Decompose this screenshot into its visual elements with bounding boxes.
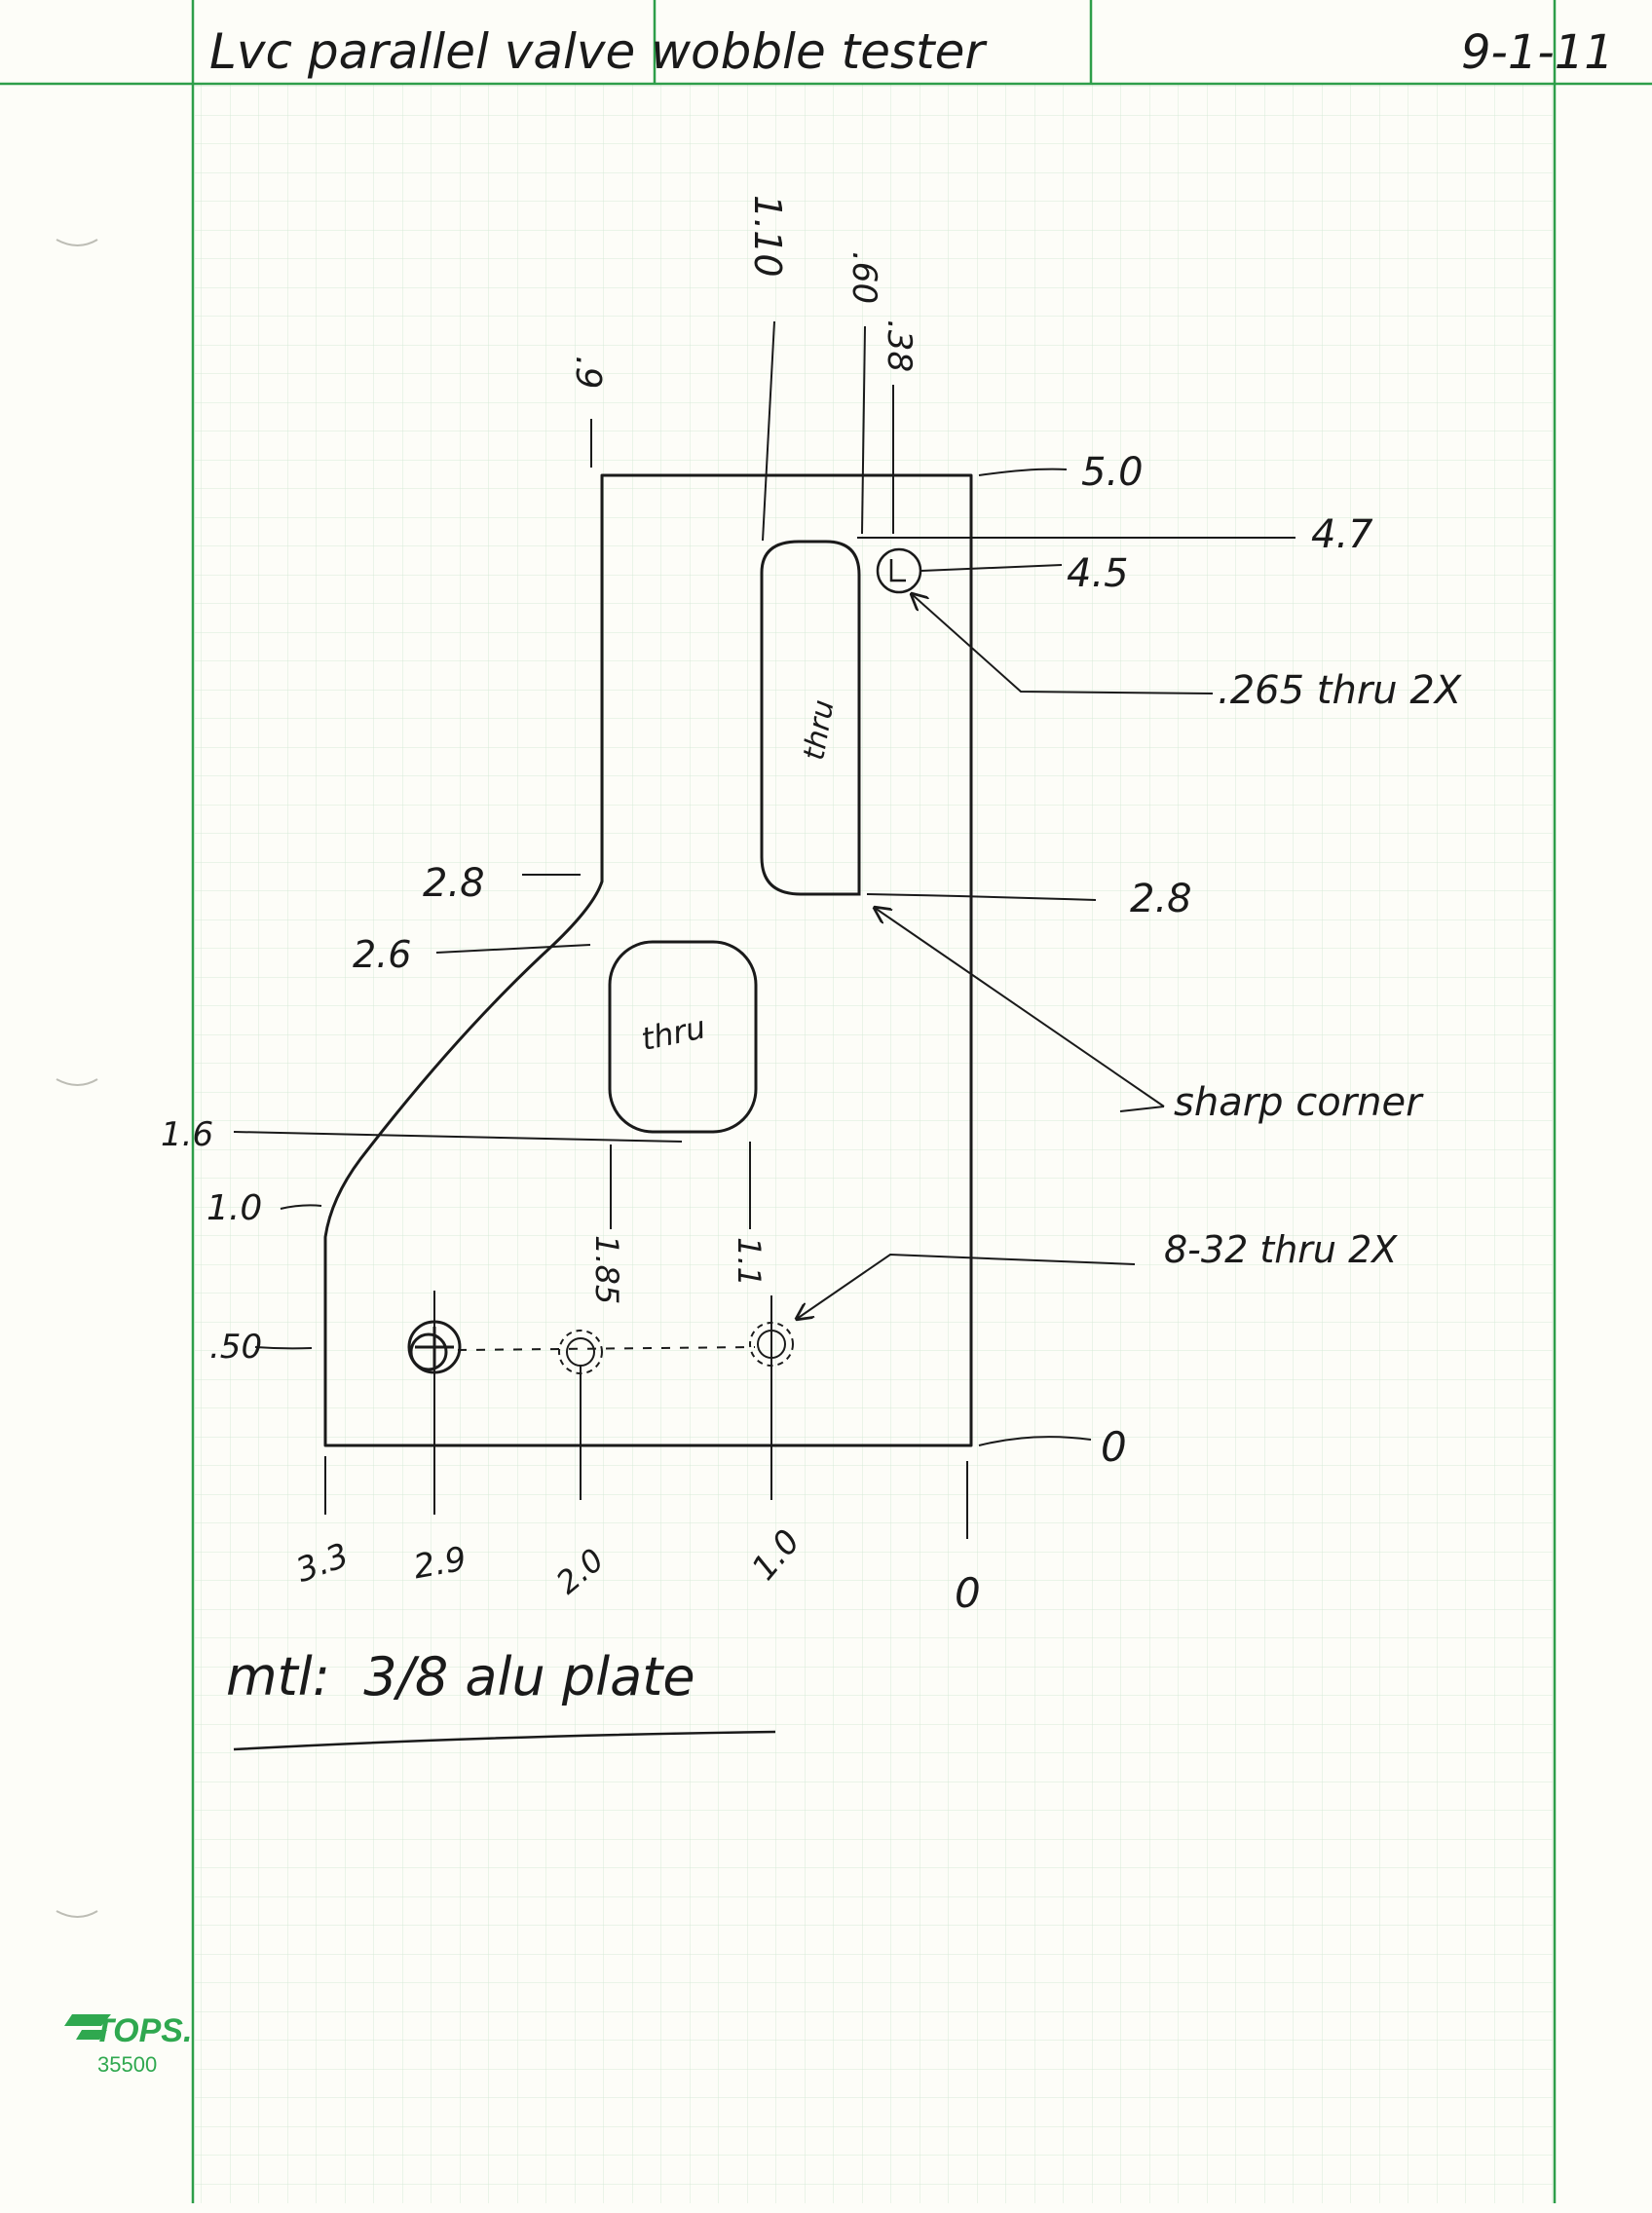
right-dimension-labels: 5.0 4.7 4.5 2.8 0 xyxy=(1067,450,1373,1471)
sheet-date: 9-1-11 xyxy=(1461,25,1614,80)
material-note: mtl: 3/8 alu plate xyxy=(226,1646,695,1707)
dim-right-2p8: 2.8 xyxy=(1130,877,1192,921)
dimension-lines xyxy=(233,320,1295,1539)
note-large-hole: .265 thru 2X xyxy=(1218,668,1463,713)
top-dimension-labels: .9 1.10 .60 .38 xyxy=(568,195,919,389)
note-small-hole: 8-32 thru 2X xyxy=(1164,1228,1398,1271)
graph-grid xyxy=(195,84,1553,2203)
large-hole xyxy=(876,547,922,594)
material-underline xyxy=(233,1730,776,1751)
dim-left-1p6: 1.6 xyxy=(161,1115,213,1154)
sheet-title: Lvc parallel valve wobble tester xyxy=(209,23,988,80)
part-outline xyxy=(323,473,973,1447)
dim-right-0: 0 xyxy=(1101,1423,1127,1471)
hole-centerline xyxy=(457,1346,756,1351)
dim-left-2p6: 2.6 xyxy=(353,933,411,976)
dim-right-4p5: 4.5 xyxy=(1067,551,1129,596)
note-arrows xyxy=(797,594,1214,1319)
dim-right-5p0: 5.0 xyxy=(1081,450,1144,495)
dim-left-2p8: 2.8 xyxy=(423,861,485,906)
dim-top-0p38: .38 xyxy=(880,319,919,372)
tops-logo-stripes xyxy=(64,2014,111,2026)
dim-top-0p9: .9 xyxy=(568,356,608,389)
dim-left-0p50: .50 xyxy=(209,1328,262,1367)
dim-left-1p0: 1.0 xyxy=(206,1188,262,1228)
dim-right-4p7: 4.7 xyxy=(1311,512,1373,557)
left-dimension-labels: 2.8 2.6 1.6 1.0 .50 xyxy=(161,861,485,1367)
dim-bottom-0: 0 xyxy=(955,1569,981,1617)
drawing-notes: .265 thru 2X sharp corner 8-32 thru 2X xyxy=(1164,668,1463,1271)
dim-bottom-2p9: 2.9 xyxy=(411,1540,469,1588)
dim-inner-1p1: 1.1 xyxy=(731,1237,768,1287)
tops-logo: TOPS. 35500 xyxy=(64,2012,192,2077)
inner-dimension-labels: 1.85 1.1 xyxy=(588,1235,768,1304)
tops-brand-text: TOPS. xyxy=(94,2012,192,2049)
dim-top-1p10: 1.10 xyxy=(746,195,789,278)
note-sharp-corner: sharp corner xyxy=(1174,1080,1424,1125)
tops-product-number: 35500 xyxy=(97,2052,157,2077)
dim-top-0p60: .60 xyxy=(845,251,883,304)
bottom-dimension-labels: 3.3 2.9 2.0 1.0 0 xyxy=(291,1522,981,1617)
dim-inner-1p85: 1.85 xyxy=(588,1235,625,1304)
binder-holes xyxy=(56,239,98,1918)
